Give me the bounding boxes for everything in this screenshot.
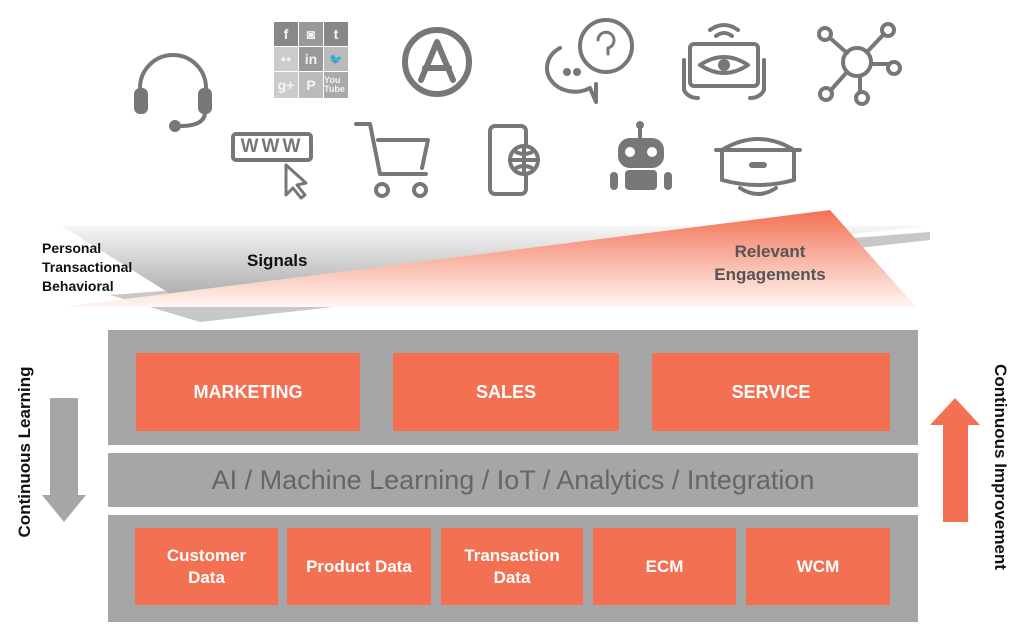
headset-icon — [134, 53, 212, 132]
label-engagements: Engagements — [714, 265, 826, 284]
up-arrow-icon — [930, 398, 980, 522]
down-arrow-icon — [42, 398, 86, 522]
flickr-icon: ●● — [274, 47, 298, 71]
app-store-icon — [402, 27, 472, 97]
relevant-engagements-label: Relevant Engagements — [700, 240, 840, 286]
facebook-icon: f — [274, 22, 298, 46]
box-line: Customer — [166, 545, 247, 565]
wcm-box: WCM — [746, 528, 890, 605]
marketing-box: MARKETING — [136, 353, 360, 431]
service-box: SERVICE — [652, 353, 890, 431]
robot-icon — [610, 121, 672, 190]
technology-bar: AI / Machine Learning / IoT / Analytics … — [108, 453, 918, 507]
sales-box: SALES — [393, 353, 619, 431]
google-plus-icon: g+ — [274, 72, 298, 98]
box-line: Transaction — [464, 545, 560, 565]
signals-label: Signals — [247, 251, 308, 270]
network-hub-icon — [817, 22, 902, 106]
label-behavioral: Behavioral — [42, 278, 114, 294]
box-line: Data — [188, 567, 225, 587]
label-personal: Personal — [42, 240, 102, 256]
box-line: Data — [493, 567, 531, 587]
continuous-learning-label: Continuous Learning — [15, 366, 34, 538]
twitter-icon: 🐦 — [324, 47, 348, 71]
www-icon — [231, 132, 313, 200]
social-media-icon: f ◙ t ●● in 🐦 g+ P You Tube — [274, 22, 348, 98]
youtube-icon: You Tube — [324, 72, 348, 98]
label-relevant: Relevant — [734, 242, 806, 261]
engagement-wedge — [62, 210, 916, 307]
tumblr-icon: t — [324, 22, 348, 46]
shopping-cart-icon — [354, 122, 430, 198]
instagram-icon: ◙ — [299, 22, 323, 46]
signal-types: Personal Transactional Behavioral — [42, 239, 132, 296]
tablet-eye-icon — [682, 23, 766, 100]
label-transactional: Transactional — [42, 259, 133, 275]
ecm-box: ECM — [593, 528, 736, 605]
linkedin-icon: in — [299, 47, 323, 71]
www-label: WWW — [240, 136, 304, 157]
pinterest-icon: P — [299, 72, 323, 98]
continuous-improvement-label: Continuous Improvement — [991, 364, 1010, 570]
vr-headset-icon — [714, 137, 802, 196]
product-data-box: Product Data — [287, 528, 431, 605]
chat-question-icon — [545, 18, 634, 104]
mobile-globe-icon — [488, 124, 540, 196]
